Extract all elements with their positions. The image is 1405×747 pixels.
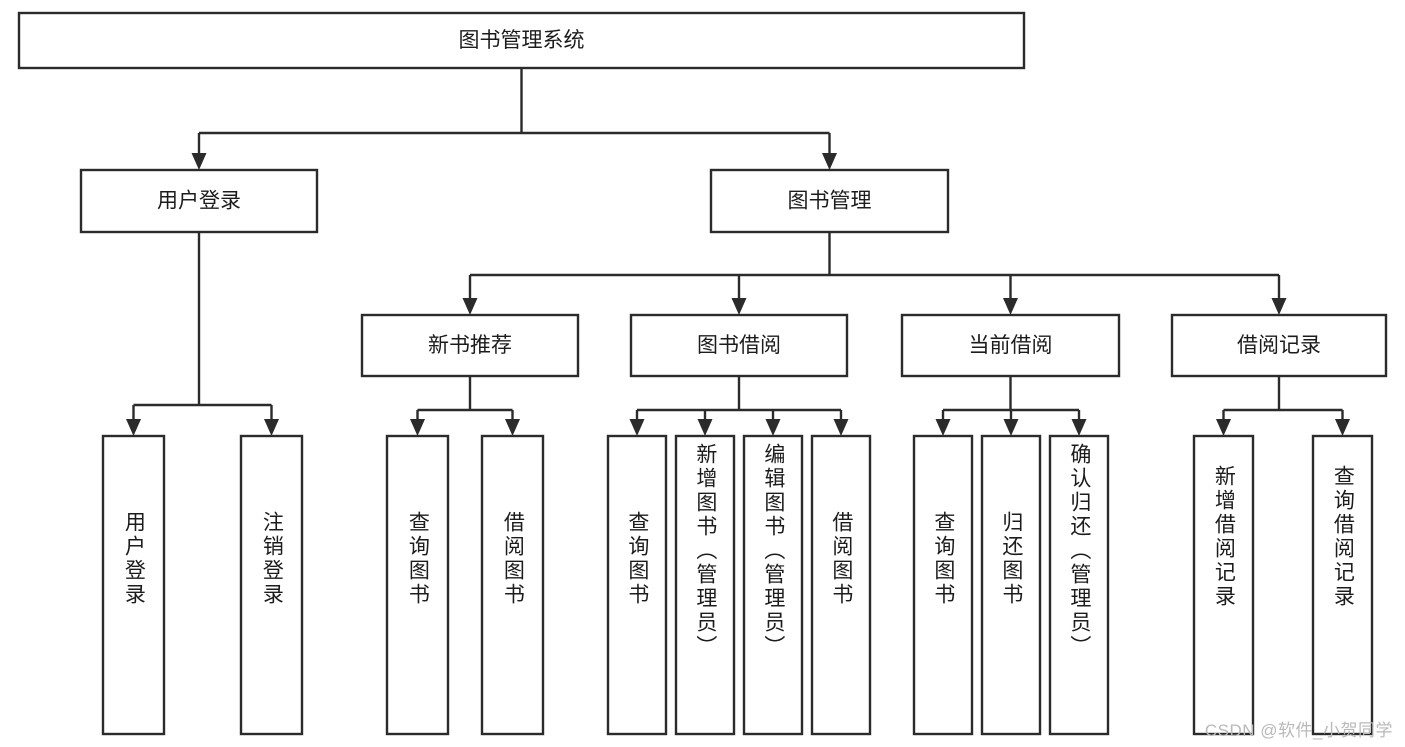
node-box-leaf-confirm-return-admin[interactable] xyxy=(1048,434,1110,736)
node-label-wrap-leaf-query-book-current: 查询图书 xyxy=(931,511,955,607)
node-box-user-login[interactable] xyxy=(79,168,319,234)
node-label-borrow-record: 借阅记录 xyxy=(1237,334,1321,357)
node-box-leaf-borrow-book[interactable] xyxy=(810,434,872,736)
arrow-head-icon xyxy=(505,419,520,436)
node-box-leaf-return-book[interactable] xyxy=(980,434,1042,736)
arrow-head-icon xyxy=(765,419,781,436)
connectors-layer xyxy=(126,68,1350,436)
node-label-wrap-leaf-borrow-book: 借阅图书 xyxy=(829,511,853,607)
arrow-head-icon xyxy=(833,419,849,436)
arrow-head-icon xyxy=(1071,419,1087,436)
node-box-leaf-query-book-borrow[interactable] xyxy=(606,434,668,736)
node-label-leaf-add-book-admin: 新增图书（管理员） xyxy=(693,443,717,659)
node-label-leaf-logout-login: 注销登录 xyxy=(260,511,284,607)
node-box-leaf-query-book-rec[interactable] xyxy=(385,434,450,736)
node-box-leaf-user-login[interactable] xyxy=(101,434,166,736)
node-box-leaf-borrow-book-rec[interactable] xyxy=(480,434,545,736)
node-label-wrap-leaf-add-book-admin: 新增图书（管理员） xyxy=(693,443,717,659)
node-label-wrap-leaf-confirm-return-admin: 确认归还（管理员） xyxy=(1067,443,1091,659)
arrow-head-icon xyxy=(462,298,478,315)
labels-layer: 图书管理系统用户登录图书管理新书推荐图书借阅当前借阅借阅记录用户登录注销登录查询… xyxy=(122,29,1355,659)
node-label-leaf-user-login: 用户登录 xyxy=(122,511,146,607)
arrow-head-icon xyxy=(629,419,645,436)
arrow-head-icon xyxy=(1335,419,1350,436)
arrow-head-icon xyxy=(126,419,141,436)
node-box-root[interactable] xyxy=(17,11,1026,70)
node-label-wrap-leaf-query-book-borrow: 查询图书 xyxy=(625,511,649,607)
arrow-head-icon xyxy=(1271,298,1287,315)
arrow-head-icon xyxy=(410,419,425,436)
node-label-wrap-leaf-query-borrow-record: 查询借阅记录 xyxy=(1331,465,1355,609)
node-label-wrap-leaf-borrow-book-rec: 借阅图书 xyxy=(501,511,525,607)
node-label-book-borrow: 图书借阅 xyxy=(697,334,781,357)
arrow-head-icon xyxy=(731,298,747,315)
node-label-wrap-leaf-user-login: 用户登录 xyxy=(122,511,146,607)
node-box-leaf-query-book-current[interactable] xyxy=(912,434,974,736)
node-box-leaf-add-book-admin[interactable] xyxy=(674,434,736,736)
node-box-book-management[interactable] xyxy=(709,168,950,234)
arrow-head-icon xyxy=(191,153,207,170)
node-label-wrap-leaf-query-book-rec: 查询图书 xyxy=(406,511,430,607)
node-label-wrap-leaf-edit-book-admin: 编辑图书（管理员） xyxy=(761,443,785,659)
arrow-head-icon xyxy=(1216,419,1231,436)
node-label-current-borrow: 当前借阅 xyxy=(969,334,1053,357)
node-label-wrap-leaf-logout-login: 注销登录 xyxy=(260,511,284,607)
node-label-new-book-recommend: 新书推荐 xyxy=(428,334,512,357)
node-label-leaf-edit-book-admin: 编辑图书（管理员） xyxy=(761,443,785,659)
node-box-leaf-add-borrow-record[interactable] xyxy=(1192,434,1255,736)
node-box-book-borrow[interactable] xyxy=(629,313,849,378)
arrow-head-icon xyxy=(1003,298,1018,315)
node-box-leaf-query-borrow-record[interactable] xyxy=(1311,434,1374,736)
node-box-leaf-logout-login[interactable] xyxy=(239,434,304,736)
node-label-leaf-query-borrow-record: 查询借阅记录 xyxy=(1331,465,1355,609)
node-label-wrap-leaf-return-book: 归还图书 xyxy=(999,511,1023,607)
node-label-leaf-return-book: 归还图书 xyxy=(999,511,1023,607)
arrow-head-icon xyxy=(264,419,279,436)
node-label-leaf-borrow-book: 借阅图书 xyxy=(829,511,853,607)
arrow-head-icon xyxy=(1003,419,1019,436)
node-label-book-management: 图书管理 xyxy=(788,190,872,213)
node-label-leaf-borrow-book-rec: 借阅图书 xyxy=(501,511,525,607)
node-label-user-login: 用户登录 xyxy=(157,190,241,213)
node-box-leaf-edit-book-admin[interactable] xyxy=(742,434,804,736)
node-box-current-borrow[interactable] xyxy=(900,313,1121,378)
node-label-root: 图书管理系统 xyxy=(459,29,585,52)
node-box-borrow-record[interactable] xyxy=(1170,313,1388,378)
arrow-head-icon xyxy=(822,153,837,170)
node-label-leaf-add-borrow-record: 新增借阅记录 xyxy=(1212,465,1236,609)
arrow-head-icon xyxy=(935,419,951,436)
node-label-leaf-query-book-rec: 查询图书 xyxy=(406,511,430,607)
arrow-head-icon xyxy=(697,419,713,436)
node-label-leaf-query-book-current: 查询图书 xyxy=(931,511,955,607)
node-box-new-book-recommend[interactable] xyxy=(360,313,580,378)
node-label-leaf-query-book-borrow: 查询图书 xyxy=(625,511,649,607)
boxes-layer xyxy=(17,11,1388,736)
node-label-leaf-confirm-return-admin: 确认归还（管理员） xyxy=(1067,443,1091,659)
node-label-wrap-leaf-add-borrow-record: 新增借阅记录 xyxy=(1212,465,1236,609)
